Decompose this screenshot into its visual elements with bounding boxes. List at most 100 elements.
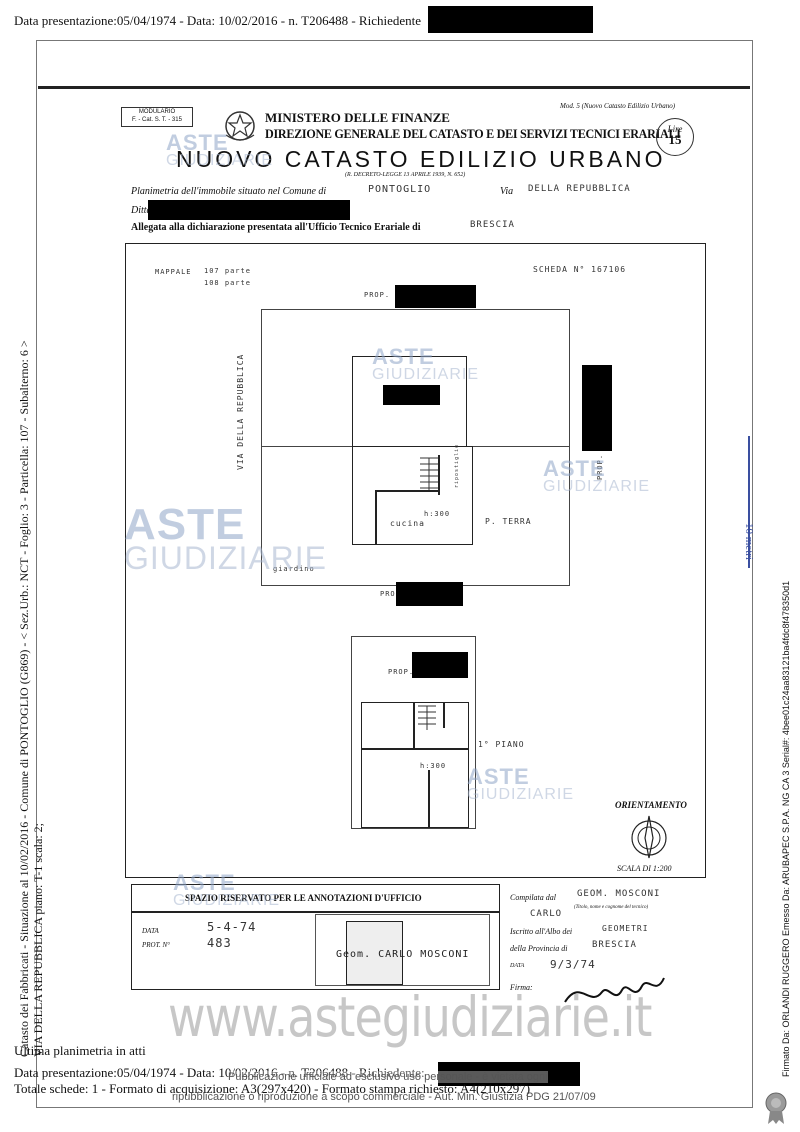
ff-wall-2 <box>413 702 415 748</box>
watermark-2-aste: ASTE <box>372 344 435 369</box>
h300-first: h:300 <box>420 762 447 770</box>
first-floor-lot <box>351 636 476 829</box>
watermark-3: ASTE GIUDIZIARIE <box>543 456 650 496</box>
stamp-lire: Lire 15 <box>656 118 694 156</box>
sidebar-left-line1: Catasto dei Fabbricati - Situazione al 1… <box>17 340 31 1057</box>
spazio-label: SPAZIO RISERVATO PER LE ANNOTAZIONI D'UF… <box>185 893 422 903</box>
primo-piano-label: 1° PIANO <box>478 740 525 749</box>
page-frame <box>36 40 753 1108</box>
seal-icon <box>765 1092 787 1124</box>
mod-label: Mod. 5 (Nuovo Catasto Edilizio Urbano) <box>560 102 676 110</box>
nome-value: CARLO <box>530 909 563 919</box>
watermark-6: ASTE GIUDIZIARIE <box>173 870 280 910</box>
via-value: DELLA REPUBBLICA <box>528 184 631 194</box>
via-repubblica-label: VIA DELLA REPUBBLICA <box>236 353 245 470</box>
redaction-header <box>428 6 593 33</box>
provincia-value: BRESCIA <box>592 940 637 950</box>
stairs-icon <box>420 457 438 490</box>
watermark-5-giudiziarie: GIUDIZIARIE <box>467 786 575 803</box>
redaction-prop-top <box>395 285 476 308</box>
provincia-label: della Provincia di <box>510 944 568 953</box>
watermark-site: www.astegiudiziarie.it <box>168 984 652 1050</box>
watermark-2: ASTE GIUDIZIARIE <box>372 344 479 384</box>
p-terra-label: P. TERRA <box>485 517 532 526</box>
footer-line1: Data presentazione:05/04/1974 - Data: 10… <box>14 1065 425 1080</box>
watermark-4-giudiziarie: GIUDIZIARIE <box>124 540 328 576</box>
office-box <box>131 884 500 990</box>
prop-first: PROP. <box>388 668 415 676</box>
watermark-5-aste: ASTE <box>467 764 530 789</box>
header-text: Data presentazione:05/04/1974 - Data: 10… <box>14 13 421 28</box>
prot-label: PROT. N° <box>142 941 170 949</box>
emblem-icon <box>225 111 255 141</box>
prop-bottom: PROP. <box>380 590 407 598</box>
stairs-first-icon <box>418 705 436 730</box>
redaction-footer <box>438 1062 580 1086</box>
data-value: 5-4-74 <box>207 920 257 934</box>
iscritto-value: GEOMETRI <box>602 924 649 933</box>
watermark-6-giudiziarie: GIUDIZIARIE <box>173 892 281 909</box>
giardino-label: giardino <box>273 565 315 573</box>
compass-icon <box>631 815 667 859</box>
iscritto-label: Iscritto all'Albo dei <box>510 927 573 936</box>
modulario-line1: MODULARIO <box>138 109 176 115</box>
footer-overlay1: Pubblicazione ufficiale ad esclusivo uso… <box>228 1071 548 1083</box>
compilata-value: GEOM. MOSCONI <box>577 889 661 899</box>
office-box-rule <box>131 911 500 913</box>
inner-wall-3 <box>375 490 377 545</box>
watermark-4: ASTE GIUDIZIARIE <box>124 500 327 577</box>
redaction-prop-bottom <box>396 582 463 606</box>
footer-overlay2: ripubblicazione o riproduzione a scopo c… <box>172 1091 596 1103</box>
data2-value: 9/3/74 <box>550 958 596 971</box>
scala-label: SCALA DI 1:200 <box>617 864 672 873</box>
allegata-label: Allegata alla dichiarazione presentata a… <box>131 222 421 233</box>
planimetria-label: Planimetria dell'immobile situato nel Co… <box>131 186 327 197</box>
modulario-line2: F. - Cat. S. T. - 315 <box>132 117 182 123</box>
compilata-label: Compilata dal <box>510 893 557 902</box>
stamp-text: Geom. CARLO MOSCONI <box>336 949 470 960</box>
ff-wall-4 <box>428 770 430 828</box>
redaction-prop-inner <box>383 385 440 405</box>
signature-cert: Firmato Da: ORLANDI RUGGERO Emesso Da: A… <box>781 580 791 1077</box>
watermark-4-aste: ASTE <box>124 500 246 549</box>
h300-ground: h:300 <box>424 510 451 518</box>
ufficio-value: BRESCIA <box>470 220 515 230</box>
watermark-1: ASTE GIUDIZIARIE <box>166 130 273 170</box>
firma-label: Firma: <box>510 983 533 992</box>
nome-hint: (Titolo, nome e cognome del tecnico) <box>574 905 649 910</box>
drawing-frame <box>125 243 706 878</box>
mappale-2: 108 parte <box>204 279 251 287</box>
ditta-label: Ditta <box>131 205 152 216</box>
decree-note: (R. DECRETO-LEGGE 13 APRILE 1939, N. 652… <box>345 172 466 178</box>
watermark-1-aste: ASTE <box>166 130 229 155</box>
watermark-6-aste: ASTE <box>173 870 236 895</box>
mappale-label: MAPPALE <box>155 268 192 276</box>
ripostiglio-label: ripostiglio <box>454 443 460 488</box>
scheda-number: SCHEDA N° 167106 <box>533 265 627 274</box>
stamp-emblem <box>346 921 403 985</box>
prot-value: 483 <box>207 936 232 950</box>
scale-bar-label: 10 metri <box>743 523 755 560</box>
redaction-prop-first <box>412 652 468 678</box>
redaction-prop-right <box>582 365 612 451</box>
stamp-lire-label: Lire <box>667 124 683 134</box>
ff-wall-3 <box>443 702 445 728</box>
official-stamp: Geom. CARLO MOSCONI <box>315 914 490 986</box>
ministry-name: MINISTERO DELLE FINANZE <box>265 110 450 125</box>
inner-wall-2 <box>438 455 440 495</box>
ultima-planimetria: Ultima planimetria in atti <box>14 1043 146 1058</box>
mappale-1: 107 parte <box>204 267 251 275</box>
inner-wall-1 <box>375 490 438 492</box>
ff-wall-1 <box>361 748 469 750</box>
prop-top: PROP. <box>364 291 391 299</box>
comune-value: PONTOGLIO <box>368 184 432 195</box>
watermark-3-giudiziarie: GIUDIZIARIE <box>543 478 651 495</box>
watermark-1-giudiziarie: GIUDIZIARIE <box>166 152 274 169</box>
modulario-box: MODULARIO F. - Cat. S. T. - 315 <box>121 107 193 127</box>
data-label: DATA <box>142 927 159 935</box>
redaction-ditta <box>148 200 350 220</box>
via-label: Via <box>500 186 514 197</box>
watermark-2-giudiziarie: GIUDIZIARIE <box>372 366 480 383</box>
ground-floor <box>352 446 473 545</box>
orientamento-label: ORIENTAMENTO <box>615 800 687 810</box>
